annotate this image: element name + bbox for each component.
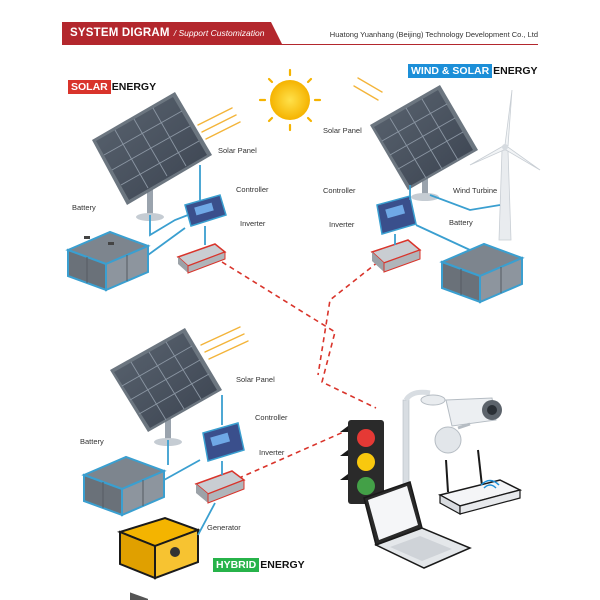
laptop-icon (363, 481, 472, 569)
solar-panel-2-icon (370, 85, 478, 201)
wifi-router-icon (437, 449, 523, 516)
label-battery-2: Battery (449, 218, 473, 227)
section-title-wind: WIND & SOLAR ENERGY (408, 64, 538, 78)
label-solar-panel-2: Solar Panel (323, 126, 362, 135)
label-battery-1: Battery (72, 203, 96, 212)
label-controller-1: Controller (236, 185, 269, 194)
controller-1-icon (184, 194, 227, 227)
section-highlight-wind: WIND & SOLAR (408, 64, 493, 78)
label-solar-panel-3: Solar Panel (236, 375, 275, 384)
solar-panel-3-icon (110, 328, 222, 446)
generator-icon (117, 516, 201, 600)
dashed-line-wind (317, 261, 379, 376)
label-inverter-1: Inverter (240, 219, 266, 228)
inverter-2-icon (370, 239, 422, 273)
inverter-1-icon (176, 243, 227, 274)
section-highlight-hybrid: HYBRID (213, 558, 260, 572)
solar-panel-1-icon (92, 92, 212, 221)
controller-2-icon (376, 195, 417, 235)
label-solar-panel-1: Solar Panel (218, 146, 257, 155)
battery-bank-1-icon (65, 230, 151, 292)
header-bar: SYSTEM DIGRAM / Support Customization (62, 22, 282, 44)
security-camera-icon (434, 397, 502, 454)
header-divider (62, 44, 538, 45)
dashed-line-solar (221, 261, 377, 409)
label-controller-2: Controller (323, 186, 356, 195)
header-subtitle: / Support Customization (173, 28, 265, 38)
inverter-3-icon (194, 470, 246, 504)
label-inverter-3: Inverter (259, 448, 285, 457)
label-generator: Generator (207, 523, 241, 532)
dashed-connections (221, 261, 379, 483)
company-name: Huatong Yuanhang (Beijing) Technology De… (329, 30, 538, 39)
label-wind-turbine: Wind Turbine (453, 186, 498, 195)
label-controller-3: Controller (255, 413, 288, 422)
wind-turbine-icon (469, 89, 541, 241)
section-title-solar: SOLAR ENERGY (68, 80, 156, 94)
wires-hybrid (163, 395, 223, 536)
section-highlight-solar: SOLAR (68, 80, 111, 94)
dashed-line-hybrid (229, 429, 349, 483)
battery-bank-3-icon (81, 455, 167, 517)
controller-3-icon (202, 422, 245, 462)
sun-icon (258, 68, 322, 132)
label-inverter-2: Inverter (329, 220, 355, 229)
traffic-light-icon (340, 420, 384, 504)
section-rest-solar: ENERGY (111, 81, 157, 93)
battery-bank-2-icon (439, 242, 525, 304)
header-title: SYSTEM DIGRAM (70, 27, 170, 39)
section-title-hybrid: HYBRID ENERGY (213, 558, 305, 572)
wires-solar (147, 165, 206, 256)
wires-wind (394, 185, 501, 251)
light-rays-icon (197, 77, 383, 360)
section-rest-wind: ENERGY (493, 65, 538, 77)
label-battery-3: Battery (80, 437, 104, 446)
section-rest-hybrid: ENERGY (260, 559, 305, 571)
